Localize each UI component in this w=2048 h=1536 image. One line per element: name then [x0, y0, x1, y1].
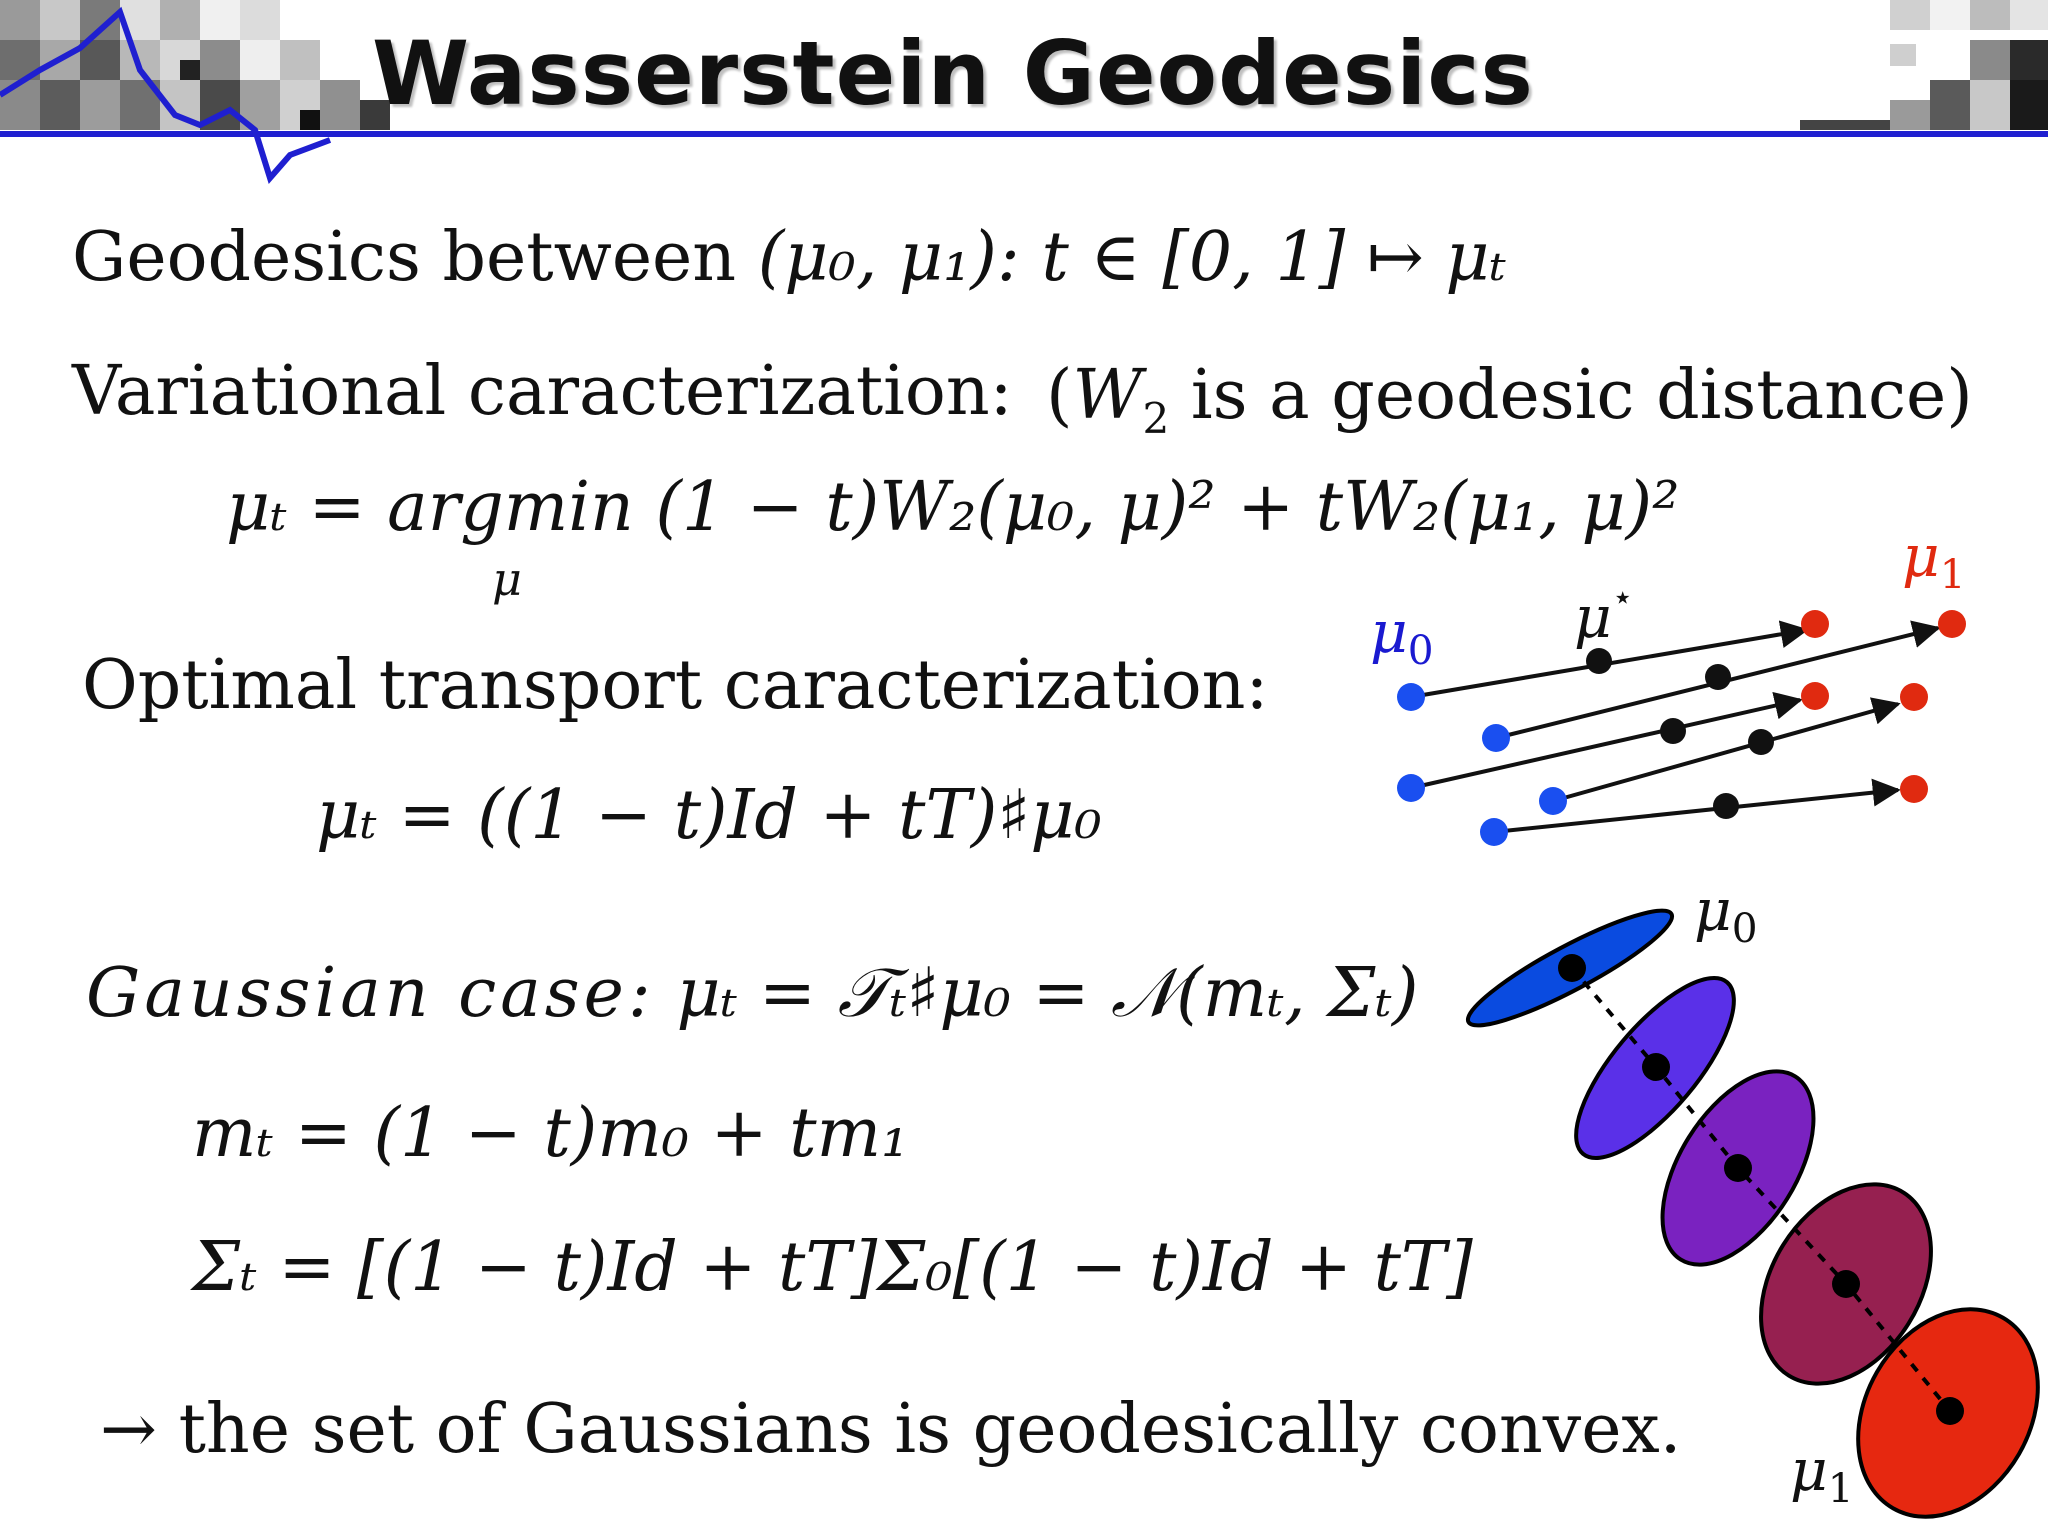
ot-formula: μₜ = ((1 − t)Id + tT)♯μ₀: [316, 776, 1102, 855]
gaussian-ellipse: [1465, 908, 1675, 1028]
header-banner: [0, 0, 2048, 185]
gaussian-label: Gaussian case:: [86, 954, 655, 1033]
gaussian-label-mu1: μ1: [1790, 1436, 1854, 1513]
source-point: [1539, 787, 1567, 815]
gaussian-mean: [1642, 1053, 1670, 1081]
geodesics-definition: Geodesics between (μ₀, μ₁): t ∈ [0, 1] ↦…: [72, 218, 1506, 297]
argmin-formula: μₜ = argmin (1 − t)W₂(μ₀, μ)² + tW₂(μ₁, …: [226, 468, 1680, 547]
variational-heading: Variational caracterization:: [72, 352, 1013, 431]
gaussian-mean: [1936, 1397, 1964, 1425]
w2-note: (W2 is a geodesic distance): [1046, 356, 1973, 443]
target-point: [1801, 682, 1829, 710]
gaussian-ellipse: [1759, 1182, 1933, 1386]
transport-arrow: [1493, 778, 1901, 834]
mean-path: [1570, 966, 1952, 1413]
gaussian-ellipse: [1660, 1069, 1816, 1267]
argmin-subscript: μ: [492, 552, 522, 606]
transport-arrow: [1410, 691, 1803, 790]
gaussian-ellipse: [1856, 1307, 2040, 1519]
transport-label-mustar: μ⋆: [1574, 578, 1634, 651]
covariance-formula: Σₜ = [(1 − t)Id + tT]Σ₀[(1 − t)Id + tT]: [192, 1228, 1473, 1307]
transport-arrow: [1552, 697, 1901, 803]
conclusion: → the set of Gaussians is geodesically c…: [100, 1390, 1682, 1469]
source-point: [1480, 818, 1508, 846]
gaussian-label-mu0: μ0: [1694, 876, 1758, 953]
header-pixel-image-right: [1800, 0, 2048, 130]
target-point: [1801, 610, 1829, 638]
transport-label-mu0: μ0: [1370, 598, 1434, 675]
source-point: [1397, 683, 1425, 711]
geodesics-text: Geodesics between: [72, 218, 758, 297]
ot-heading: Optimal transport caracterization:: [82, 646, 1269, 725]
gaussian-ellipse: [1574, 976, 1736, 1160]
geodesics-math: (μ₀, μ₁): t ∈ [0, 1] ↦ μₜ: [757, 218, 1507, 297]
source-point: [1482, 724, 1510, 752]
interpolated-point: [1705, 664, 1731, 690]
transport-label-mu1: μ1: [1902, 522, 1966, 599]
source-point: [1397, 774, 1425, 802]
target-point: [1900, 775, 1928, 803]
target-point: [1938, 610, 1966, 638]
gaussian-mean: [1558, 954, 1586, 982]
header-image-curve: [0, 6, 332, 185]
gaussian-mean: [1832, 1270, 1860, 1298]
interpolated-point: [1660, 718, 1686, 744]
gaussian-case: Gaussian case: μₜ = 𝒯ₜ♯μ₀ = 𝒩(mₜ, Σₜ): [86, 954, 1419, 1034]
slide-title: Wasserstein Geodesics: [372, 22, 1534, 125]
target-point: [1900, 683, 1928, 711]
interpolated-point: [1713, 793, 1739, 819]
gaussian-mean: [1724, 1154, 1752, 1182]
interpolated-point: [1748, 729, 1774, 755]
header-pixel-image-left: [0, 0, 390, 130]
mean-formula: mₜ = (1 − t)m₀ + tm₁: [192, 1094, 909, 1173]
transport-arrow: [1495, 620, 1941, 740]
gaussian-formula: μₜ = 𝒯ₜ♯μ₀ = 𝒩(mₜ, Σₜ): [676, 954, 1419, 1033]
interpolated-point: [1586, 648, 1612, 674]
